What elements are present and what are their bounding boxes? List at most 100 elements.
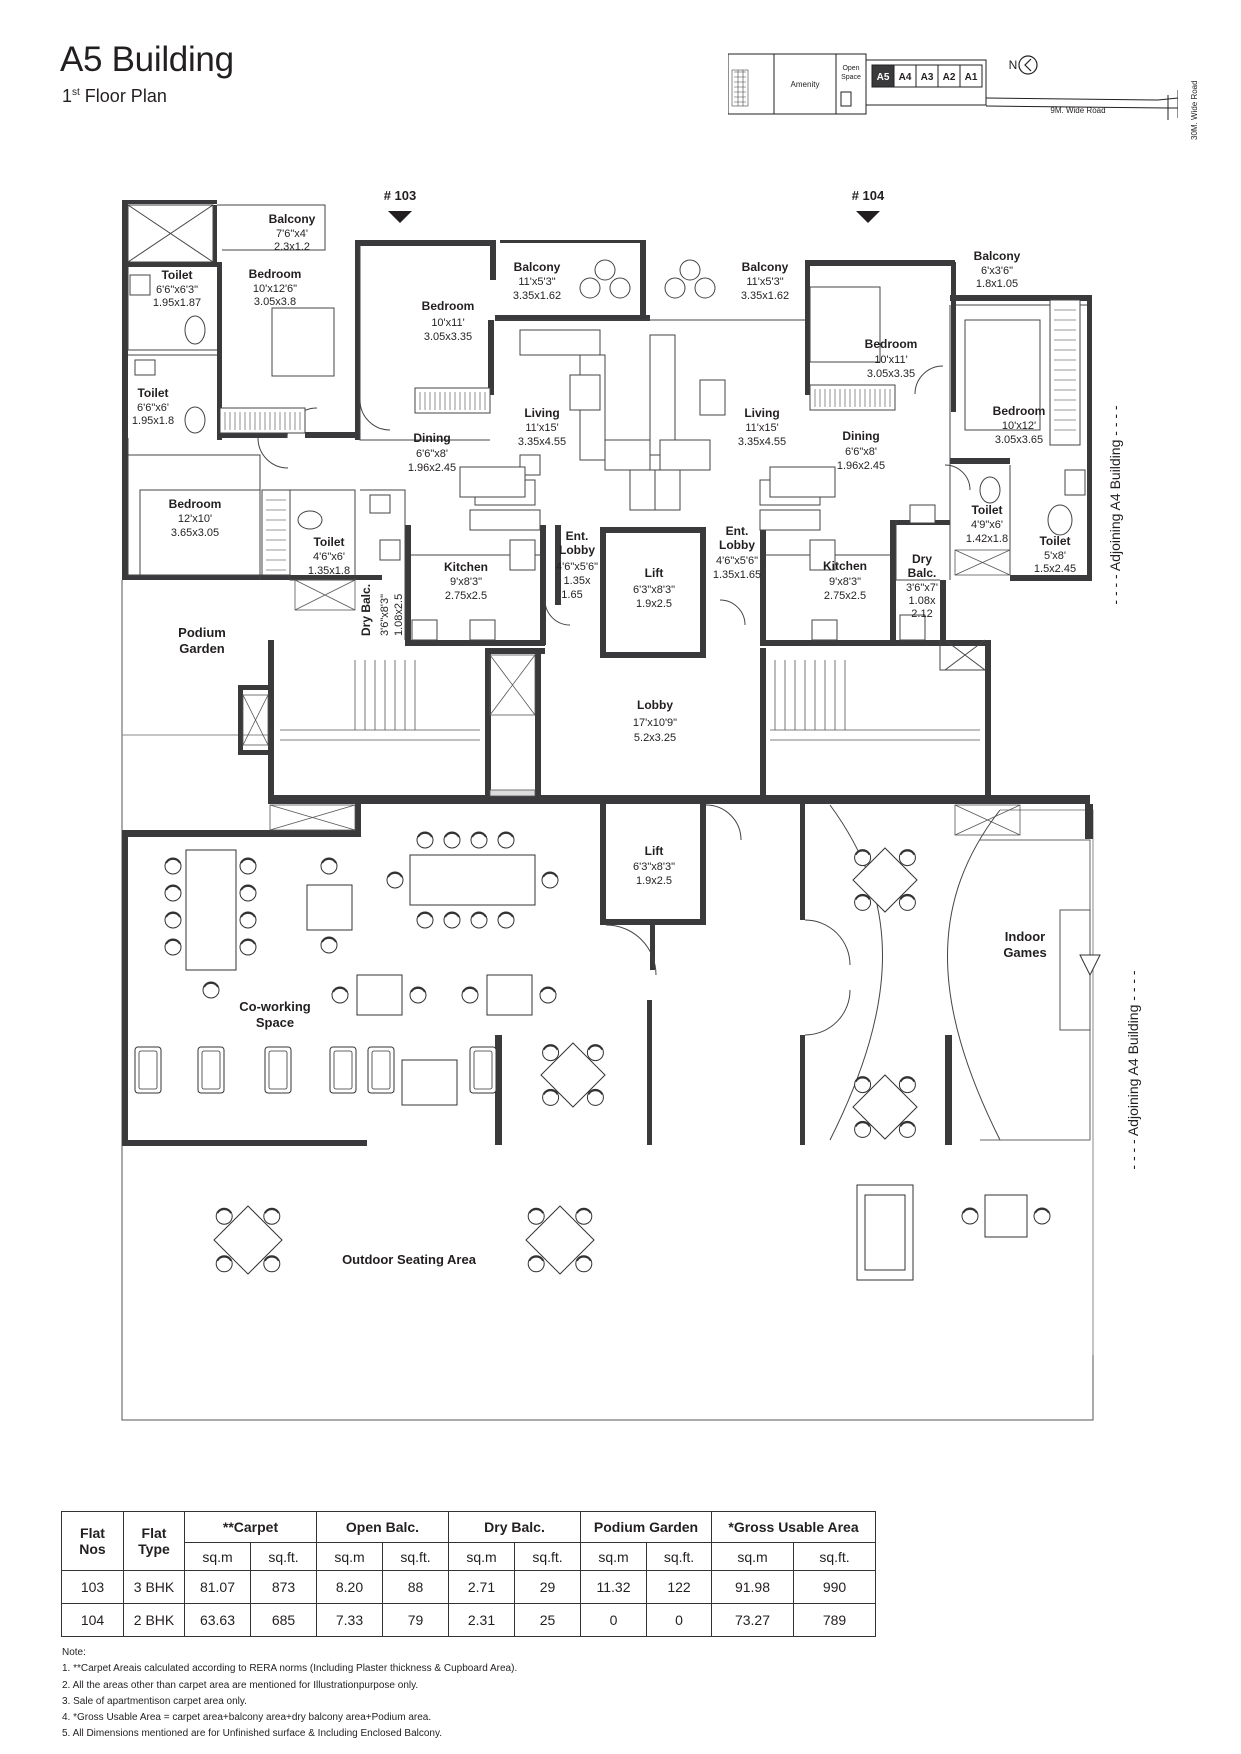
chess-table-icon (984, 1194, 1028, 1238)
svg-text:Lift: Lift (645, 566, 664, 580)
svg-text:Kitchen: Kitchen (444, 560, 488, 574)
chair-icon (898, 848, 917, 867)
sofa-icon (329, 1046, 357, 1094)
chair-icon (527, 1207, 546, 1226)
svg-text:1.96x2.45: 1.96x2.45 (837, 460, 885, 472)
table-cell: 104 (61, 1603, 124, 1637)
svg-text:Bedroom: Bedroom (422, 299, 475, 313)
unit-cell: sq.m (184, 1542, 251, 1571)
adjoining-label-bottom: - - - - Adjoining A4 Building - - - - (1125, 970, 1141, 1170)
chair-icon (386, 871, 404, 889)
table-cell: 873 (250, 1570, 317, 1604)
chair-icon (898, 1120, 917, 1139)
note-item: 2. All the areas other than carpet area … (62, 1679, 419, 1691)
svg-text:Ent.: Ent. (566, 529, 589, 543)
flat-104-marker: # 104 (852, 188, 885, 203)
sofa-icon (134, 1046, 162, 1094)
note-item: 3. Sale of apartmentison carpet area onl… (62, 1695, 247, 1707)
svg-text:Dry Balc.: Dry Balc. (359, 584, 373, 636)
diamond-table (852, 847, 918, 913)
keyplan-open-2: Space (841, 74, 861, 81)
svg-text:3.05x3.65: 3.05x3.65 (995, 434, 1043, 446)
svg-text:Outdoor Seating Area: Outdoor Seating Area (342, 1252, 477, 1267)
svg-text:11'x15': 11'x15' (525, 422, 558, 434)
keyplan-building-label: A4 (899, 72, 912, 83)
chair-icon (470, 911, 488, 929)
chair-icon (853, 1075, 872, 1094)
svg-text:Balcony: Balcony (974, 249, 1021, 263)
header-open-balc: Open Balc. (316, 1511, 449, 1543)
svg-text:Bedroom: Bedroom (993, 404, 1046, 418)
table-cell: 88 (382, 1570, 449, 1604)
table-cell: 2.31 (448, 1603, 515, 1637)
table-cell: 2.71 (448, 1570, 515, 1604)
svg-text:Living: Living (744, 406, 779, 420)
svg-text:1.8x1.05: 1.8x1.05 (976, 278, 1018, 290)
svg-text:Games: Games (1003, 945, 1046, 960)
svg-text:3.35x1.62: 3.35x1.62 (741, 290, 789, 302)
svg-text:Toilet: Toilet (161, 268, 192, 282)
keyplan-building-label: A5 (877, 72, 890, 83)
svg-text:11'x5'3": 11'x5'3" (746, 276, 783, 288)
header-dry-balc: Dry Balc. (448, 1511, 581, 1543)
svg-text:3.05x3.35: 3.05x3.35 (424, 331, 472, 343)
keyplan-building-label: A3 (921, 72, 934, 83)
svg-text:6'6"x6': 6'6"x6' (137, 402, 169, 414)
chair-icon (898, 893, 917, 912)
chair-icon (239, 911, 257, 929)
chair-icon (541, 1043, 560, 1062)
keyplan-amenity: Amenity (791, 80, 820, 89)
furniture-table (401, 1059, 458, 1106)
svg-text:3'6"x8'3": 3'6"x8'3" (379, 594, 391, 636)
room-label: Balcony (269, 212, 316, 226)
diamond-table (213, 1205, 283, 1275)
diamond-table (525, 1205, 595, 1275)
svg-text:Living: Living (524, 406, 559, 420)
svg-text:Podium: Podium (178, 625, 226, 640)
svg-text:Bedroom: Bedroom (865, 337, 918, 351)
svg-text:2.3x1.2: 2.3x1.2 (274, 241, 310, 253)
flat-103-marker: # 103 (384, 188, 417, 203)
svg-text:Space: Space (256, 1015, 294, 1030)
chair-icon (239, 857, 257, 875)
svg-text:Toilet: Toilet (137, 386, 168, 400)
table-cell: 79 (382, 1603, 449, 1637)
chair-icon (164, 857, 182, 875)
svg-text:1.96x2.45: 1.96x2.45 (408, 462, 456, 474)
sofa-icon (197, 1046, 225, 1094)
chair-icon (1033, 1207, 1051, 1225)
notes-heading: Note: (62, 1647, 86, 1658)
svg-text:1.95x1.8: 1.95x1.8 (132, 415, 174, 427)
svg-text:6'6"x8': 6'6"x8' (845, 446, 877, 458)
diamond-table (852, 1074, 918, 1140)
chair-icon (961, 1207, 979, 1225)
keyplan-building-a1 (959, 64, 983, 88)
furniture-table (356, 974, 403, 1016)
table-cell: 8.20 (316, 1570, 383, 1604)
key-plan-hatch-icon (731, 69, 749, 107)
furniture-table (409, 854, 536, 906)
table-cell: 122 (646, 1570, 712, 1604)
svg-text:10'x12': 10'x12' (1002, 420, 1036, 432)
unit-cell: sq.m (711, 1542, 794, 1571)
svg-text:1.08x: 1.08x (909, 595, 936, 607)
chair-icon (898, 1075, 917, 1094)
chair-icon (164, 911, 182, 929)
svg-text:2.12: 2.12 (911, 608, 932, 620)
table-cell: 685 (250, 1603, 317, 1637)
svg-text:4'6"x5'6": 4'6"x5'6" (556, 561, 598, 573)
table-cell: 25 (514, 1603, 581, 1637)
unit-cell: sq.ft. (250, 1542, 317, 1571)
chair-icon (541, 871, 559, 889)
svg-text:3'6"x7': 3'6"x7' (906, 582, 938, 594)
chair-icon (470, 831, 488, 849)
chair-icon (239, 884, 257, 902)
svg-text:Dry: Dry (912, 552, 932, 566)
svg-text:Lobby: Lobby (559, 543, 595, 557)
chair-icon (574, 1207, 593, 1226)
adjoining-label-top: - - - - Adjoining A4 Building - - - - (1107, 405, 1123, 605)
